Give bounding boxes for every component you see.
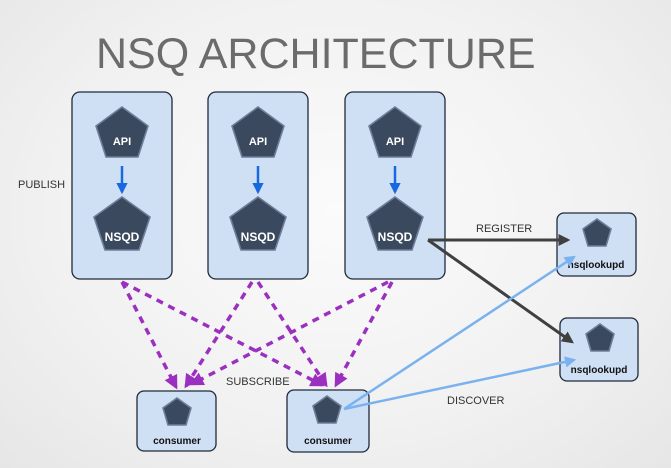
subscribe-label: SUBSCRIBE	[226, 376, 290, 388]
api-pentagon-icon	[95, 106, 149, 158]
consumer-label: consumer	[304, 436, 352, 447]
nsqd-pentagon-icon	[93, 196, 151, 251]
nsqlookupd-box-2: nsqlookupd	[559, 317, 639, 382]
api-pentagon-icon	[231, 106, 285, 158]
publish-label: PUBLISH	[18, 179, 65, 191]
nsqd-pentagon-icon	[366, 196, 424, 251]
subscribe-arrows	[120, 280, 394, 390]
subscribe-arrow	[189, 280, 389, 386]
register-arrow	[427, 238, 574, 344]
nsqd-label: NSQD	[241, 230, 276, 244]
nsqd-label: NSQD	[105, 230, 140, 244]
consumer-pentagon-icon	[312, 395, 342, 424]
api-pentagon-icon	[368, 106, 422, 158]
page-title: NSQ ARCHITECTURE	[96, 30, 536, 78]
nsqlookupd-pentagon-icon	[582, 218, 612, 247]
subscribe-arrow	[121, 280, 325, 387]
nsqlookupd-pentagon-icon	[585, 323, 615, 352]
consumer-pentagon-icon	[162, 397, 192, 426]
nsqd-label: NSQD	[378, 230, 413, 244]
discover-arrow	[343, 356, 577, 411]
producer-box-3: API NSQD	[344, 91, 446, 280]
api-label: API	[113, 136, 131, 148]
register-label: REGISTER	[476, 223, 532, 235]
subscribe-arrow	[120, 281, 178, 390]
subscribe-arrow	[334, 281, 394, 388]
discover-label: DISCOVER	[447, 395, 505, 407]
nsqd-pentagon-icon	[229, 196, 287, 251]
producer-box-2: API NSQD	[207, 91, 309, 280]
nsqlookupd-box-1: nsqlookupd	[556, 212, 637, 277]
api-label: API	[386, 136, 404, 148]
producer-box-1: API NSQD	[71, 91, 173, 280]
nsqlookupd-label: nsqlookupd	[568, 260, 625, 271]
consumer-box-1: consumer	[136, 390, 217, 452]
subscribe-arrow	[184, 281, 254, 389]
consumer-label: consumer	[153, 436, 201, 447]
discover-arrow	[343, 255, 576, 411]
api-label: API	[249, 136, 267, 148]
nsqlookupd-label: nsqlookupd	[571, 365, 628, 376]
